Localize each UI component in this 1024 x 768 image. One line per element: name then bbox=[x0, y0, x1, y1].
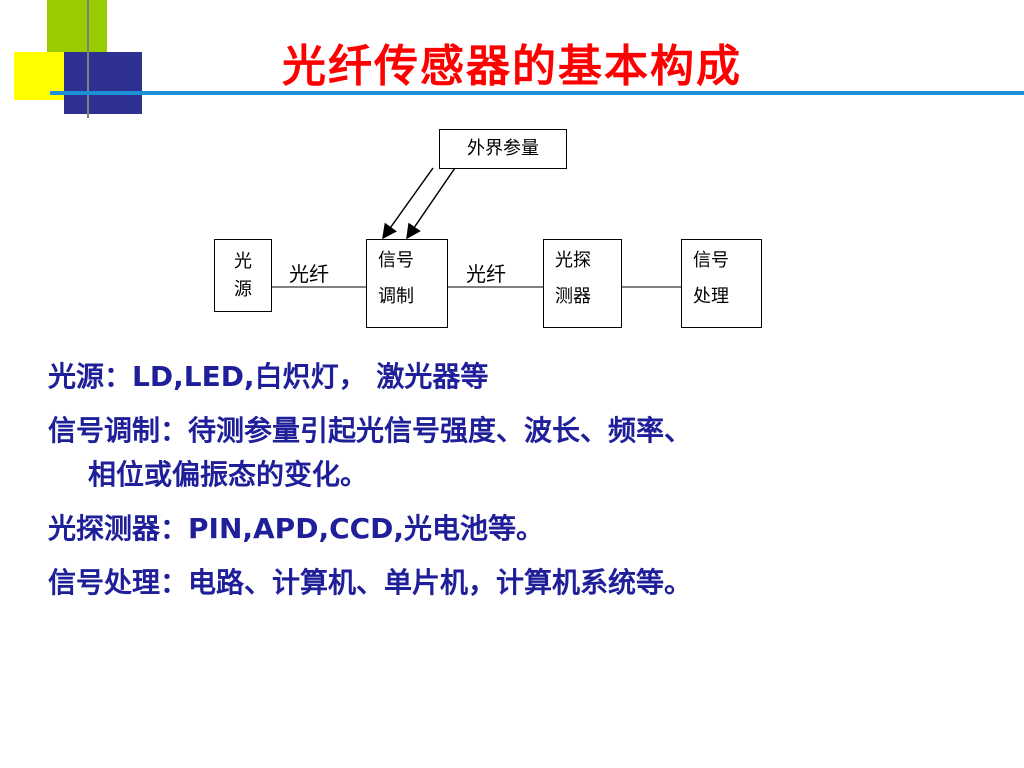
signal-modulation-label-1: 信号 bbox=[378, 250, 414, 271]
bullet-signal-processing: 信号处理：电路、计算机、单片机，计算机系统等。 bbox=[48, 561, 988, 605]
signal-processing-label-1: 信号 bbox=[693, 250, 729, 271]
bullet-light-source: 光源：LD,LED,白炽灯， 激光器等 bbox=[48, 355, 988, 399]
decor-green-square bbox=[47, 0, 107, 52]
title-underline bbox=[50, 91, 1024, 95]
arrow bbox=[382, 167, 434, 240]
signal-processing-label-2: 处理 bbox=[693, 286, 729, 307]
external-parameter-label: 外界参量 bbox=[467, 138, 539, 159]
bullet-list: 光源：LD,LED,白炽灯， 激光器等 信号调制：待测参量引起光信号强度、波长、… bbox=[48, 355, 988, 615]
bullet-continuation: 相位或偏振态的变化。 bbox=[88, 458, 369, 491]
bullet-photodetector: 光探测器：PIN,APD,CCD,光电池等。 bbox=[48, 507, 988, 551]
slide-title: 光纤传感器的基本构成 bbox=[282, 41, 742, 92]
bullet-text: 光源：LD,LED,白炽灯， 激光器等 bbox=[48, 360, 489, 393]
bullet-text: 信号处理：电路、计算机、单片机，计算机系统等。 bbox=[48, 566, 693, 599]
decor-blue-square bbox=[64, 52, 142, 114]
bullet-text: 信号调制：待测参量引起光信号强度、波长、频率、 bbox=[48, 414, 693, 447]
signal-modulation-box: 信号 调制 bbox=[366, 239, 448, 328]
fiber-label-1: 光纤 bbox=[289, 262, 329, 286]
photodetector-label-1: 光探 bbox=[555, 250, 591, 271]
bullet-signal-modulation: 信号调制：待测参量引起光信号强度、波长、频率、 相位或偏振态的变化。 bbox=[48, 409, 988, 497]
arrow bbox=[406, 167, 456, 240]
external-parameter-box: 外界参量 bbox=[439, 129, 567, 169]
bullet-text: 光探测器：PIN,APD,CCD,光电池等。 bbox=[48, 512, 545, 545]
light-source-label-2: 源 bbox=[234, 279, 252, 300]
photodetector-label-2: 测器 bbox=[555, 286, 591, 307]
fiber-label-2: 光纤 bbox=[466, 262, 506, 286]
light-source-box: 光 源 bbox=[214, 239, 272, 312]
signal-processing-box: 信号 处理 bbox=[681, 239, 762, 328]
decor-vertical-line bbox=[87, 0, 89, 118]
photodetector-box: 光探 测器 bbox=[543, 239, 622, 328]
light-source-label-1: 光 bbox=[234, 251, 252, 272]
signal-modulation-label-2: 调制 bbox=[378, 286, 414, 307]
